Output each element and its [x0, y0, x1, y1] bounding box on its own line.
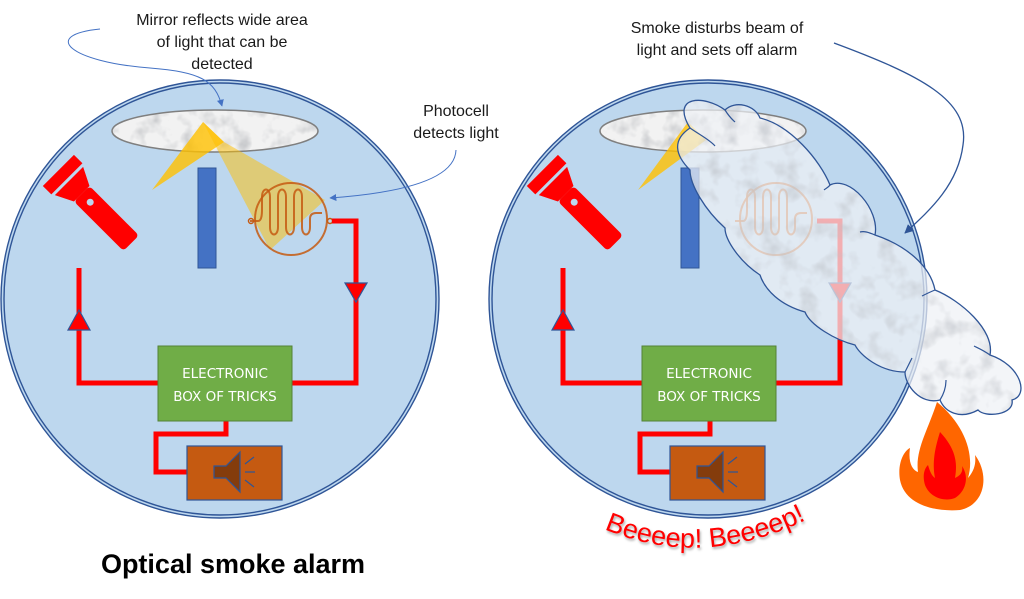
callout-mirror-line1: Mirror reflects wide area	[136, 12, 308, 29]
callout-smoke: Smoke disturbs beam of light and sets of…	[631, 20, 965, 234]
callout-smoke-line1: Smoke disturbs beam of	[631, 20, 804, 37]
logic-box-label-line2: BOX OF TRICKS	[657, 389, 760, 405]
callout-mirror: Mirror reflects wide area of light that …	[67, 12, 308, 107]
light-blocker	[197, 167, 217, 269]
detector-chamber	[0, 79, 440, 519]
callout-photocell-line1: Photocell	[423, 103, 489, 120]
logic-box-label-line1: ELECTRONIC	[182, 366, 268, 382]
flashlight-icon	[42, 154, 138, 250]
callout-photocell: Photocell detects light	[329, 103, 499, 202]
callout-photocell-line2: detects light	[413, 125, 499, 142]
callout-mirror-line3: detected	[191, 56, 252, 73]
fire-icon	[899, 402, 984, 511]
callout-mirror-line2: of light that can be	[157, 34, 288, 51]
current-direction-arrow-up	[66, 308, 92, 331]
electronic-logic-box: ELECTRONIC BOX OF TRICKS	[157, 345, 293, 422]
right-panel: ELECTRONIC BOX OF TRICKS	[488, 20, 1022, 554]
flashlight-icon	[526, 154, 622, 250]
current-direction-arrow-down	[343, 282, 369, 304]
callout-mirror-arrow	[67, 28, 224, 107]
callout-photocell-arrow	[329, 149, 457, 202]
light-beam-incident	[152, 122, 224, 190]
electronic-logic-box: ELECTRONIC BOX OF TRICKS	[641, 345, 777, 422]
speaker-icon	[213, 450, 255, 494]
speaker-icon	[696, 450, 738, 494]
logic-box-label-line2: BOX OF TRICKS	[173, 389, 276, 405]
diagram-caption: Optical smoke alarm	[101, 549, 365, 579]
speaker-box	[186, 445, 283, 501]
callout-smoke-arrow	[833, 42, 965, 234]
current-direction-arrow-up	[550, 308, 576, 331]
speaker-box	[669, 445, 766, 501]
logic-box-label-line1: ELECTRONIC	[666, 366, 752, 382]
mirror	[111, 109, 319, 153]
left-panel: ELECTRONIC BOX OF TRICKS Mirror reflects…	[0, 12, 499, 579]
callout-smoke-line2: light and sets off alarm	[637, 42, 798, 59]
